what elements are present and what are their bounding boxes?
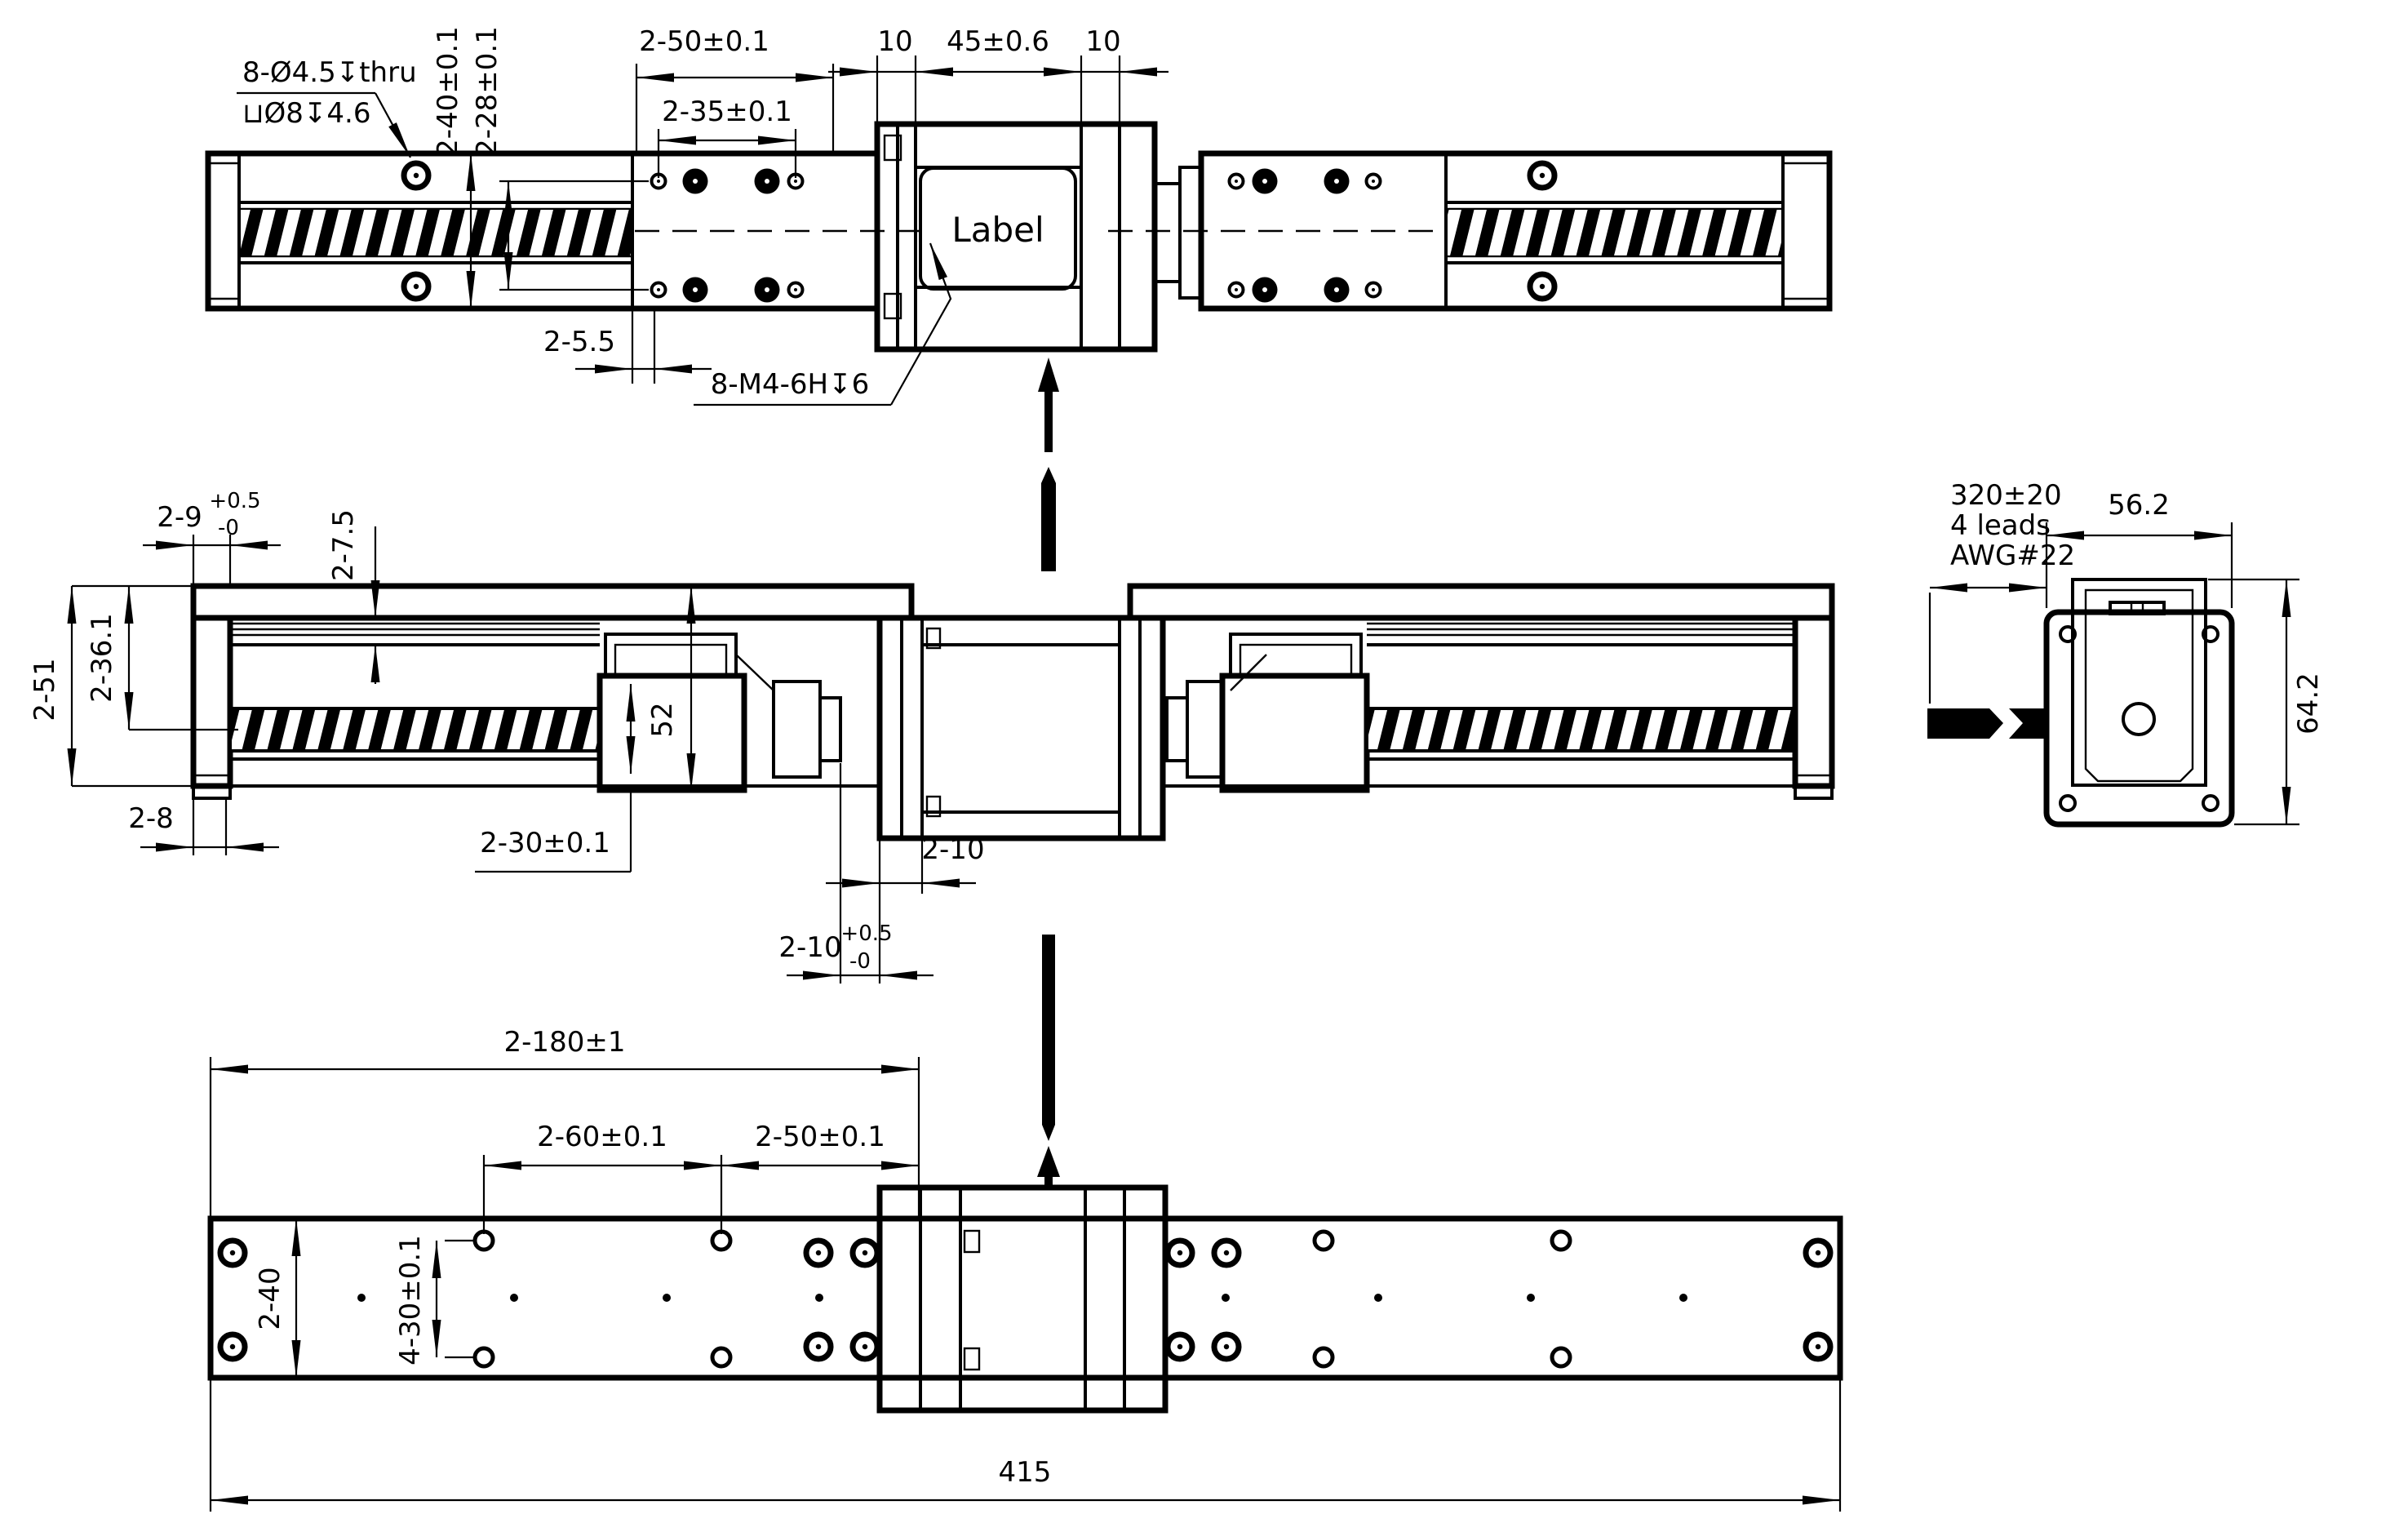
front-view: 2-9 +0.5 -0 2-7.5 2-51 2-36.1 — [29, 489, 1835, 984]
dim-text: 4-30±0.1 — [394, 1235, 427, 1365]
top-right-carriage — [1108, 153, 1448, 309]
dim-tolerance: +0.5 — [209, 489, 260, 513]
dim-text: 2-8 — [128, 802, 174, 835]
shaft-hole — [2122, 702, 2156, 736]
leader-arrow — [890, 242, 952, 406]
motor-body — [2071, 578, 2207, 787]
dim-text: 2-60±0.1 — [537, 1121, 667, 1153]
motion-direction-arrow-top — [1038, 357, 1059, 571]
dim-text: 2-28±0.1 — [471, 26, 503, 157]
front-left-module — [190, 583, 915, 800]
dim-2-10-tol: 2-10 +0.5 -0 — [778, 763, 933, 984]
dim-2-28-top: 2-28±0.1 — [471, 26, 649, 291]
dim-2-50-bottom: 2-50±0.1 — [721, 1121, 919, 1170]
bottom-view: 2-180±1 2-60±0.1 2-50±0.1 2-40 4-30±0.1 — [207, 935, 1843, 1512]
dim-2-40-bottom: 2-40 — [254, 1219, 301, 1378]
dim-text: 2-36.1 — [86, 613, 118, 703]
dim-2-180: 2-180±1 — [209, 1026, 920, 1219]
dim-text: 2-9 — [157, 501, 202, 534]
dim-2-7-5: 2-7.5 — [327, 509, 380, 684]
callout-text: 8-M4-6H↧6 — [711, 368, 869, 401]
leader-arrow — [375, 92, 411, 158]
dim-text: 415 — [999, 1456, 1052, 1489]
counterbore-hole — [1530, 274, 1554, 299]
dim-tolerance: -0 — [218, 516, 239, 540]
note-line1: 320±20 — [1950, 479, 2062, 512]
dim-text: 2-40 — [254, 1267, 286, 1330]
top-motor-block: Label — [874, 121, 1203, 353]
dim-56-2: 56.2 — [2045, 489, 2233, 608]
dim-415: 415 — [209, 1378, 1842, 1512]
flange-hole — [2202, 625, 2220, 643]
dim-text: 2-35±0.1 — [662, 95, 792, 128]
counterbore-hole — [404, 163, 428, 188]
motor-cable — [1927, 708, 2047, 739]
dim-2-40-top: 2-40±0.1 — [432, 26, 476, 309]
leadscrew-hatch — [232, 710, 598, 749]
dim-text: 2-51 — [29, 658, 61, 721]
callout-line2: ⊔Ø8↧4.6 — [242, 97, 370, 130]
flange-hole — [2059, 625, 2077, 643]
flange-hole — [2059, 794, 2077, 812]
dim-text: 2-10 — [921, 833, 984, 866]
dim-10-45-10: 10 45±0.6 10 — [828, 25, 1169, 124]
dim-2-10: 2-10 — [826, 833, 985, 984]
dim-64-2: 64.2 — [2208, 578, 2325, 826]
counterbore-hole — [1530, 163, 1554, 188]
top-right-rail — [1198, 150, 1833, 312]
motor-end-view: 320±20 4 leads AWG#22 56.2 64.2 — [1927, 479, 2325, 828]
tap-callout: 8-M4-6H↧6 — [694, 242, 952, 406]
dim-4-30: 4-30±0.1 — [394, 1235, 475, 1365]
dim-text: 2-10 — [778, 931, 841, 964]
dim-2-36-1: 2-36.1 — [86, 586, 238, 731]
motion-direction-arrow-bottom — [1037, 935, 1060, 1188]
bottom-motor-block — [876, 1184, 1169, 1414]
flange-hole — [2202, 794, 2220, 812]
dim-52: 52 — [646, 586, 696, 791]
dim-2-50: 2-50±0.1 — [635, 25, 835, 153]
dim-2-9: 2-9 +0.5 -0 — [143, 489, 281, 586]
dim-text: 2-50±0.1 — [639, 25, 769, 58]
dim-text: 10 — [877, 25, 912, 58]
dim-text: 52 — [646, 702, 679, 737]
dim-text: 2-7.5 — [327, 509, 360, 581]
leadscrew-hatch — [1448, 210, 1781, 255]
bottom-rail — [207, 1215, 1843, 1381]
top-view: Label 8-Ø4.5↧thru ⊔Ø8↧4 — [205, 25, 1833, 571]
dim-text: 2-180±1 — [504, 1026, 626, 1059]
leadscrew-hatch — [241, 210, 631, 255]
dim-text: 2-30±0.1 — [480, 827, 610, 859]
top-left-rail — [205, 150, 880, 312]
dim-text: 2-40±0.1 — [432, 26, 464, 157]
dim-text: 56.2 — [2108, 489, 2170, 522]
cable-note: 320±20 4 leads AWG#22 — [1928, 479, 2075, 704]
dim-tolerance: +0.5 — [840, 921, 892, 946]
dim-2-30: 2-30±0.1 — [475, 684, 636, 873]
front-motor-housing — [876, 615, 1166, 841]
leadscrew-hatch — [1368, 710, 1794, 749]
dim-2-35: 2-35±0.1 — [657, 95, 797, 178]
dim-text: 64.2 — [2292, 673, 2325, 735]
counterbore-hole — [404, 274, 428, 299]
front-right-module — [1127, 583, 1835, 800]
dim-text: 2-5.5 — [543, 326, 615, 358]
callout-line1: 8-Ø4.5↧thru — [242, 56, 417, 89]
dim-text: 10 — [1085, 25, 1120, 58]
dim-2-8: 2-8 — [128, 798, 279, 855]
dim-tolerance: -0 — [849, 949, 871, 974]
note-line2: 4 leads — [1950, 509, 2051, 542]
note-line3: AWG#22 — [1950, 539, 2075, 572]
dim-2-51: 2-51 — [29, 584, 193, 788]
dim-text: 2-50±0.1 — [755, 1121, 885, 1153]
counterbore-callout: 8-Ø4.5↧thru ⊔Ø8↧4.6 — [237, 56, 417, 158]
dim-text: 45±0.6 — [947, 25, 1049, 58]
carriage-label: Label — [951, 210, 1044, 250]
label-plate — [919, 167, 1077, 291]
dim-2-5-5: 2-5.5 — [543, 309, 712, 384]
